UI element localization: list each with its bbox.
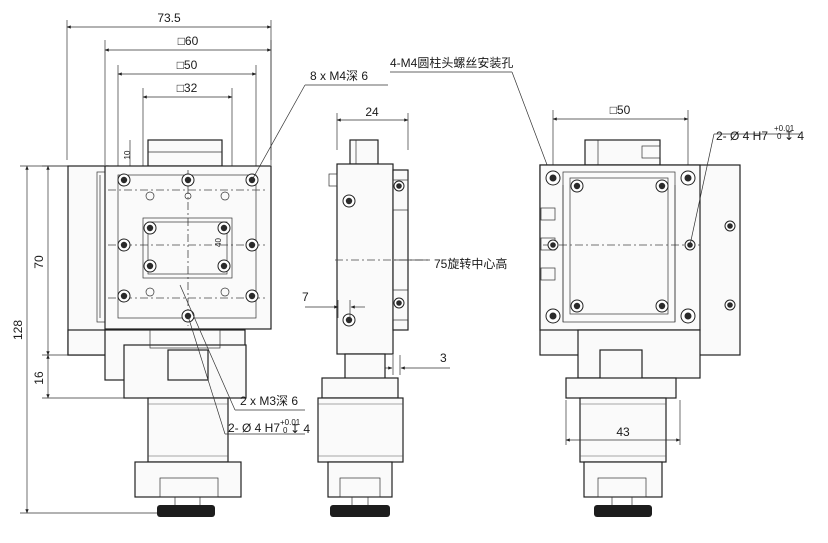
dim-73-5: 73.5 xyxy=(66,11,272,160)
dim-40-label: 40 xyxy=(214,238,223,247)
dim-square-32-label: □32 xyxy=(177,81,198,95)
front-view: 73.5 □60 □50 □32 128 xyxy=(11,11,388,517)
front-side-plate xyxy=(67,165,109,356)
rear-top-cap xyxy=(584,139,661,166)
dim-24-label: 24 xyxy=(365,105,379,119)
dim-43-label: 43 xyxy=(616,425,630,439)
side-view: 24 75旋转中心高 7 3 xyxy=(302,105,507,517)
front-pin-note: 2- Ø 4 H7 xyxy=(228,421,280,435)
dim-24: 24 xyxy=(336,105,409,150)
dim-3-label: 3 xyxy=(440,351,447,365)
dim-70: 70 xyxy=(32,165,68,356)
front-top-cap xyxy=(147,139,223,167)
note-m3: 2 x M3深 6 xyxy=(240,394,298,408)
dim-128-label: 128 xyxy=(11,320,25,340)
rear-pin-note: 2- Ø 4 H7 xyxy=(716,129,768,143)
dim-7: 7 xyxy=(302,290,365,318)
side-motor xyxy=(317,397,404,463)
front-pin-depth: ↧ 4 xyxy=(290,422,310,436)
side-top-cap xyxy=(349,139,379,165)
front-plate-holes xyxy=(117,173,259,323)
rear-holes-note: 4-M4圆柱头螺丝安装孔 xyxy=(390,55,513,70)
side-knob xyxy=(330,505,390,517)
rear-motor xyxy=(579,397,667,463)
front-knob xyxy=(157,505,215,517)
dim-128: 128 xyxy=(11,165,160,514)
rear-pin-depth: ↧ 4 xyxy=(784,129,804,143)
rear-knob xyxy=(594,505,652,517)
dim-43: 43 xyxy=(565,400,681,445)
dim-3: 3 xyxy=(375,351,450,375)
dim-16: 16 xyxy=(32,354,130,399)
dim-70-label: 70 xyxy=(32,255,46,269)
rear-plate-holes xyxy=(545,170,736,324)
side-main-body xyxy=(336,163,394,355)
front-motor xyxy=(147,397,229,463)
rear-pin-tol2: 0 xyxy=(777,132,782,141)
rear-pin-tol: +0.01 xyxy=(774,124,795,133)
note-m4: 8 x M4深 6 xyxy=(310,69,368,83)
dim-10-label: 10 xyxy=(123,150,132,159)
front-pin-tol2: 0 xyxy=(283,426,288,435)
dim-7-label: 7 xyxy=(302,290,309,304)
dim-square-50-label: □50 xyxy=(177,58,198,72)
dim-73-5-label: 73.5 xyxy=(157,11,181,25)
rear-dim-square-50-label: □50 xyxy=(610,103,631,117)
rear-dim-square-50: □50 xyxy=(552,103,689,168)
front-pin-tol: +0.01 xyxy=(280,418,301,427)
dim-square-60: □60 xyxy=(104,34,272,165)
rear-view: 4-M4圆柱头螺丝安装孔 □50 xyxy=(390,55,804,517)
note-center-height: 75旋转中心高 xyxy=(434,256,507,271)
dim-square-60-label: □60 xyxy=(178,34,199,48)
dim-16-label: 16 xyxy=(32,371,46,385)
dim-square-50: □50 xyxy=(117,58,257,170)
